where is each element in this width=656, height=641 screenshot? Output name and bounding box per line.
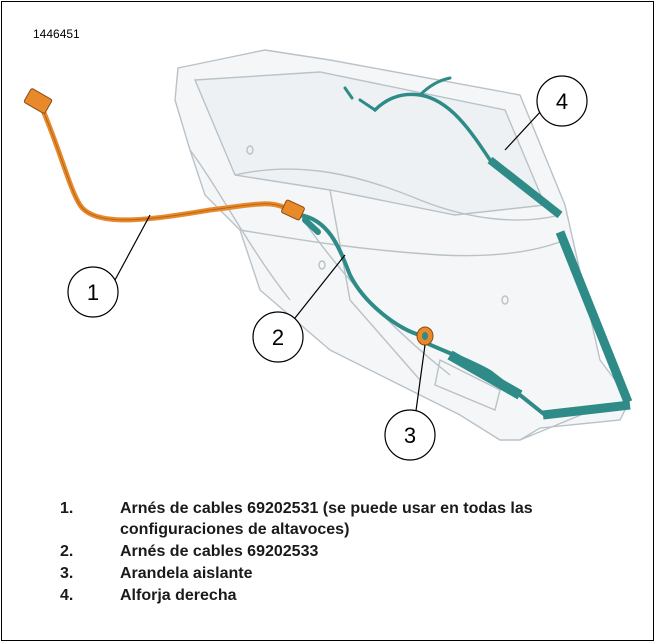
callout-2: 2 — [252, 311, 304, 363]
grommet — [416, 326, 434, 346]
legend-item: 4. Alforja derecha — [60, 585, 650, 606]
figure-id: 1446451 — [33, 27, 80, 41]
callout-2-label: 2 — [272, 325, 284, 350]
legend-number: 2. — [60, 543, 74, 560]
saddlebag-illustration: 1 2 3 4 — [23, 49, 633, 461]
callout-3-label: 3 — [404, 423, 416, 448]
legend-text: Arnés de cables 69202533 — [120, 543, 319, 560]
orange-harness — [23, 88, 305, 223]
callout-1-label: 1 — [87, 280, 99, 305]
callout-1: 1 — [67, 266, 119, 318]
legend-item: 3. Arandela aislante — [60, 563, 650, 584]
legend-number: 3. — [60, 565, 74, 582]
legend-number: 1. — [60, 500, 74, 517]
leader-lines — [114, 109, 543, 419]
legend-number: 4. — [60, 587, 74, 604]
callout-4-label: 4 — [556, 89, 568, 114]
saddlebag — [174, 49, 631, 441]
legend-text: Alforja derecha — [120, 587, 237, 604]
legend-text: Arandela aislante — [120, 565, 253, 582]
callout-4: 4 — [536, 75, 588, 127]
legend-item: 2. Arnés de cables 69202533 — [60, 541, 650, 562]
legend: 1. Arnés de cables 69202531 (se puede us… — [60, 498, 650, 607]
callout-3: 3 — [384, 409, 436, 461]
legend-text: Arnés de cables 69202531 (se puede usar … — [120, 500, 533, 538]
legend-item: 1. Arnés de cables 69202531 (se puede us… — [60, 498, 650, 540]
